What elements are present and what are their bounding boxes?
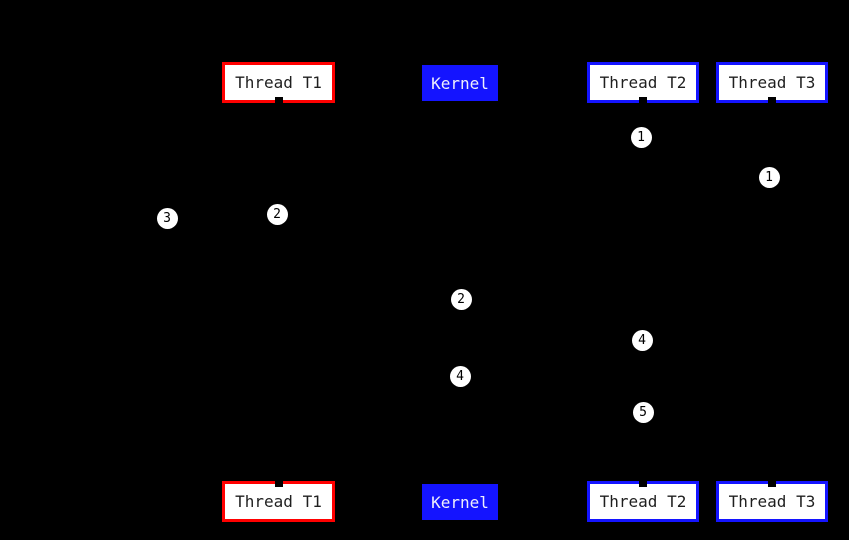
step-marker-5: 4 <box>631 329 653 351</box>
participant-box-thread-t3-top: Thread T3 <box>716 62 828 103</box>
participant-box-thread-t3-bottom: Thread T3 <box>716 481 828 522</box>
step-marker-7: 5 <box>632 401 654 423</box>
lifeline-anchor-thread-t3-top <box>768 97 776 103</box>
participant-box-kernel-top: Kernel <box>422 65 498 101</box>
participant-box-kernel-bottom: Kernel <box>422 484 498 520</box>
lifeline-anchor-thread-t2-top <box>639 97 647 103</box>
lifeline-anchor-thread-t1-top <box>274 97 283 103</box>
participant-box-thread-t1-top: Thread T1 <box>222 62 335 103</box>
step-marker-2: 3 <box>156 207 178 229</box>
participant-box-thread-t1-bottom: Thread T1 <box>222 481 335 522</box>
step-marker-0: 1 <box>630 126 652 148</box>
step-marker-3: 2 <box>266 203 288 225</box>
lifeline-anchor-thread-t3-bottom <box>768 481 776 487</box>
step-marker-6: 4 <box>449 365 471 387</box>
participant-box-thread-t2-bottom: Thread T2 <box>587 481 699 522</box>
step-marker-4: 2 <box>450 288 472 310</box>
lifeline-anchor-thread-t2-bottom <box>639 481 647 487</box>
step-marker-1: 1 <box>758 166 780 188</box>
lifeline-anchor-thread-t1-bottom <box>274 481 283 487</box>
